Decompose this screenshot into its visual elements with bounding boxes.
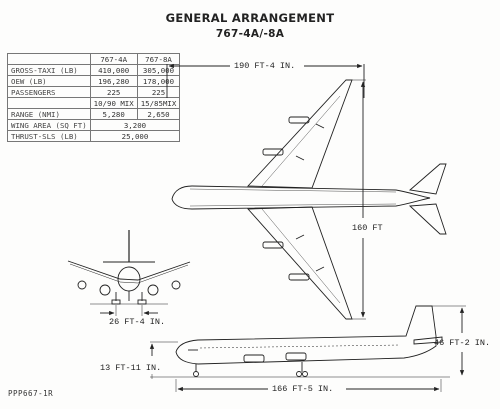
wing-lower (247, 206, 353, 320)
length-dimension: 160 FT (352, 223, 383, 233)
side-h-stab (413, 336, 443, 345)
side-view (149, 305, 466, 392)
spec-row-thrust: THRUST-SLS (LB) 25,000 (7, 130, 181, 142)
overall-length-dimension: 166 FT-5 IN. (272, 384, 334, 394)
span-dimension: 190 FT-4 IN. (234, 61, 296, 71)
fuselage-height-dimension: 13 FT-11 IN. (100, 363, 162, 373)
front-wing (67, 260, 191, 281)
engine-nacelle (288, 273, 310, 281)
spec-row-passengers: PASSENGERS 225 225 (7, 86, 181, 98)
front-engine (77, 280, 87, 290)
h-stab-upper (408, 163, 447, 195)
engine-nacelle (288, 116, 310, 124)
front-wing-lower-edge (69, 263, 189, 284)
wing-upper-spar (261, 95, 341, 187)
fuselage-plan (171, 185, 431, 210)
wing-upper (246, 79, 353, 189)
front-engine (171, 280, 181, 290)
spec-value-shared: 25,000 (89, 130, 181, 142)
fuselage-side (175, 305, 437, 365)
side-wheel (296, 371, 302, 377)
engine-nacelle (262, 241, 284, 249)
wing-lower-spar (261, 208, 341, 304)
spec-table: 767-4A 767-8A GROSS-TAXI (LB) 410,000 30… (7, 53, 181, 142)
spec-row-wing-area: WING AREA (SQ FT) 3,200 (7, 119, 181, 131)
plan-view (166, 63, 447, 320)
tail-height-dimension: 46 FT-2 IN. (434, 338, 491, 348)
side-wheel (193, 371, 199, 377)
side-engine (285, 352, 307, 361)
front-engine (147, 284, 159, 296)
side-wheel (302, 371, 308, 377)
h-stab-lower (408, 203, 447, 235)
engine-nacelle (262, 148, 284, 156)
spec-value-8a: 225 (136, 86, 181, 98)
window-line (199, 344, 401, 349)
cabin-line-upper (189, 188, 397, 193)
page-title: GENERAL ARRANGEMENT (165, 11, 335, 25)
front-view (67, 230, 191, 316)
gear-track-dimension: 26 FT-4 IN. (109, 317, 166, 327)
front-engine (99, 284, 111, 296)
flap-fairing (315, 266, 325, 272)
flap-fairing (295, 155, 305, 161)
document-id: PPP667-1R (8, 389, 54, 398)
side-engine (243, 354, 265, 363)
flap-fairing (315, 123, 325, 129)
cabin-line-lower (189, 203, 397, 207)
page-subtitle: 767-4A/-8A (215, 28, 285, 40)
flap-fairing (295, 234, 305, 240)
spec-header-row: 767-4A 767-8A (7, 53, 181, 65)
